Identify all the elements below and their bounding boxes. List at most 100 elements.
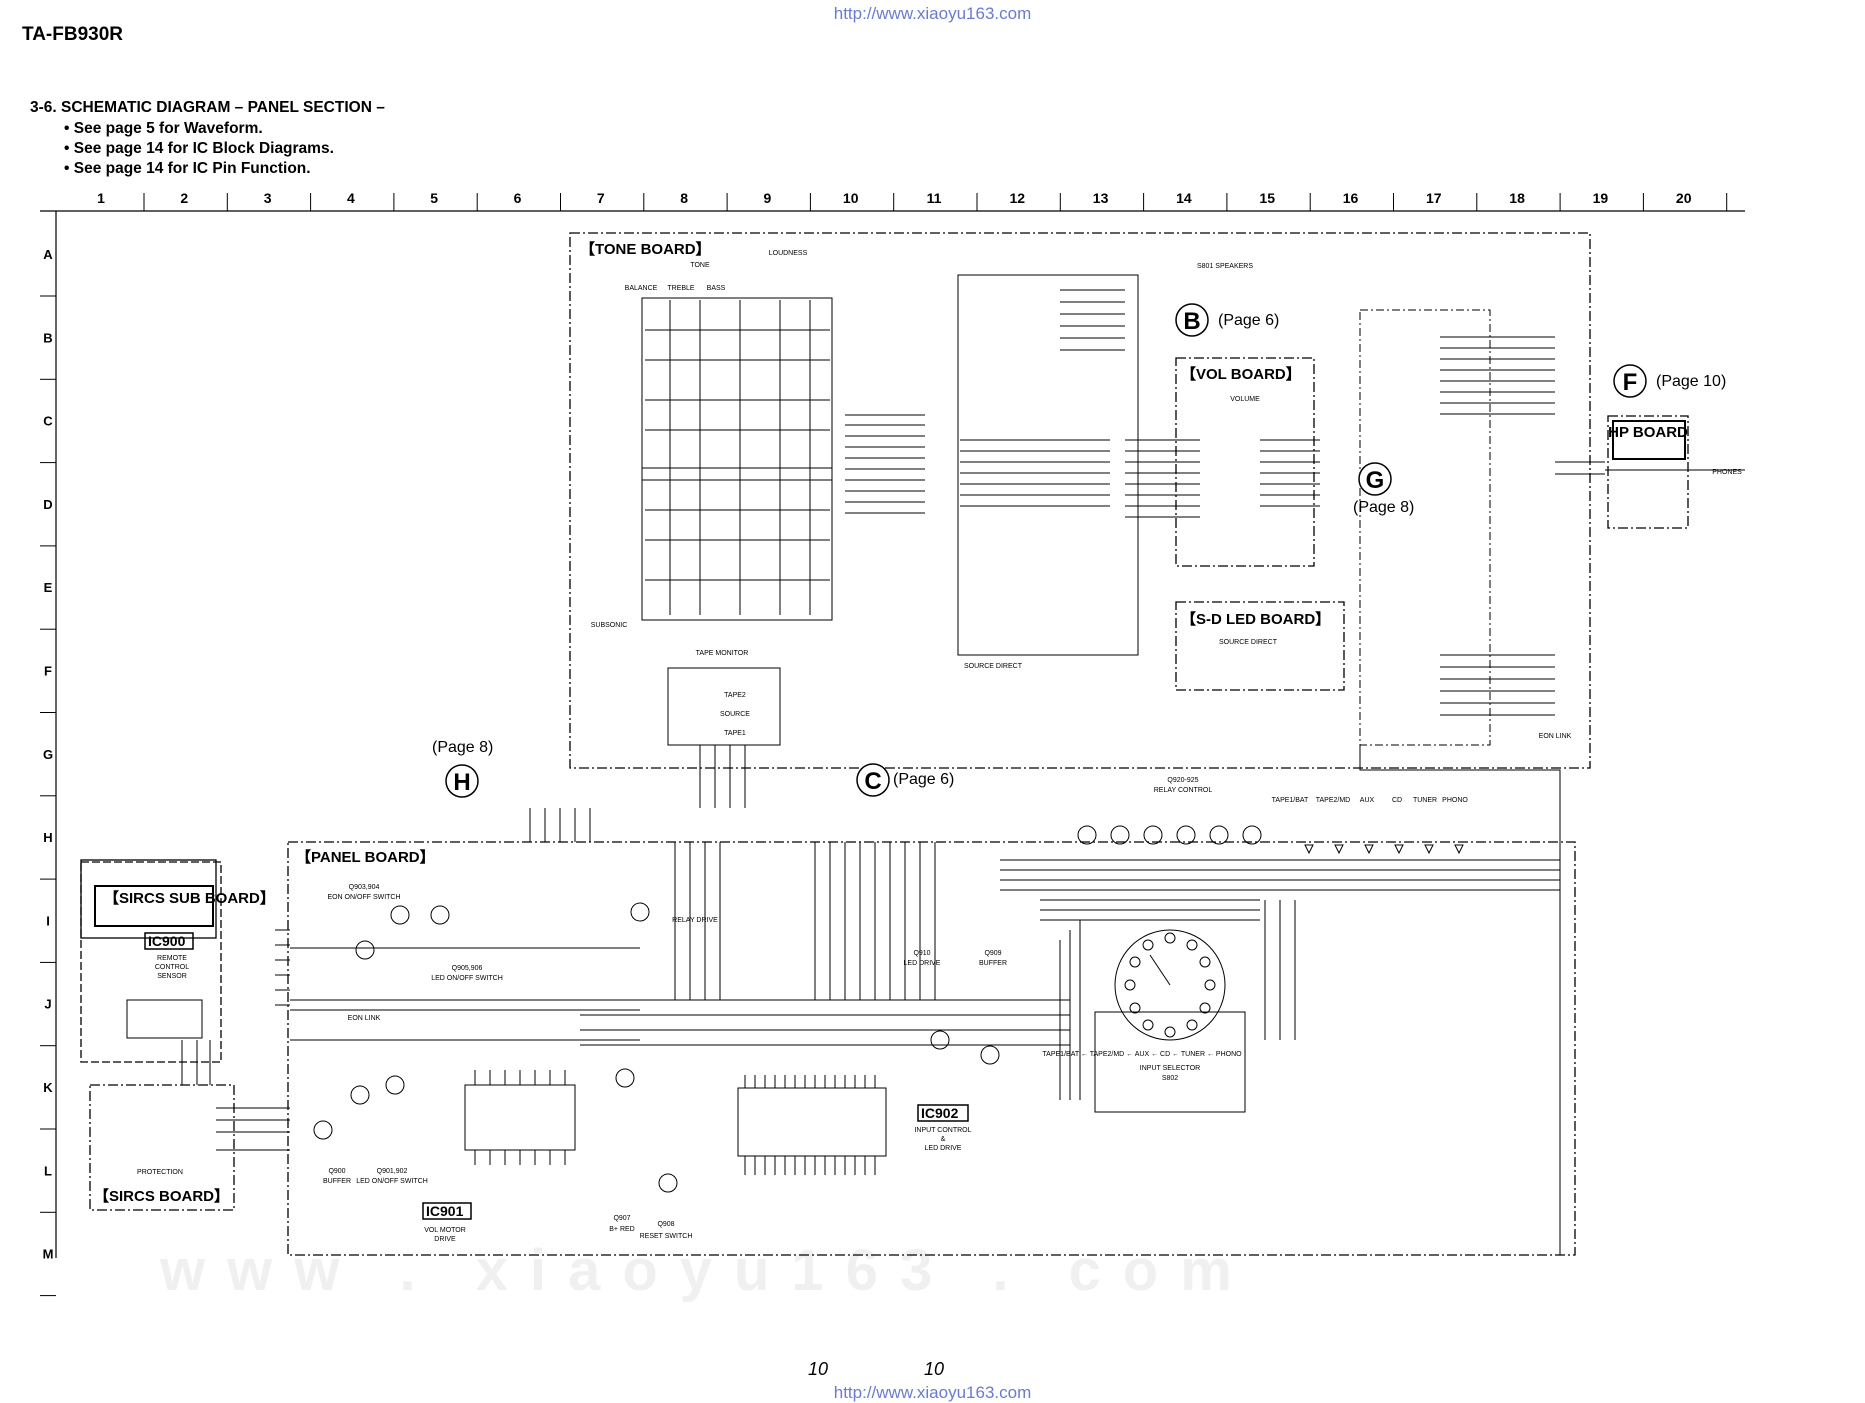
connector-b-letter: B: [1183, 308, 1200, 335]
panel-board-title: 【PANEL BOARD】: [296, 848, 435, 866]
led-onoff-label: LED ON/OFF SWITCH: [431, 975, 503, 982]
input-selector-switch: [1114, 929, 1226, 1041]
grid-col-5: 5: [430, 190, 438, 206]
watermark-bottom: www . xiaoyu163 . com: [159, 1238, 1254, 1303]
eon-switch-label: EON ON/OFF SWITCH: [327, 894, 400, 901]
grid-col-6: 6: [514, 190, 522, 206]
connector-c-page: (Page 6): [893, 771, 954, 788]
grid-col-7: 7: [597, 190, 605, 206]
tone-board-outline: [569, 232, 1591, 769]
input-list-label: TAPE1/BAT ← TAPE2/MD ← AUX ← CD ← TUNER …: [1042, 1051, 1242, 1058]
grid-row-H: H: [43, 830, 52, 845]
grid-col-10: 10: [843, 190, 859, 206]
source-direct-led-label: SOURCE DIRECT: [1219, 639, 1278, 646]
tape1-bat-tag: TAPE1/BAT: [1272, 797, 1309, 804]
tone-pcb-area: [641, 297, 833, 621]
connector-f-letter: F: [1623, 369, 1638, 396]
grid-col-20: 20: [1676, 190, 1692, 206]
tape2-md-tag: TAPE2/MD: [1316, 797, 1351, 804]
connector-g-badge: [1358, 462, 1392, 496]
grid-col-19: 19: [1593, 190, 1609, 206]
connector-b-badge: [1175, 303, 1209, 337]
ic901-desc-2: DRIVE: [434, 1236, 456, 1243]
loudness-label: LOUDNESS: [769, 250, 808, 257]
balance-label: BALANCE: [625, 285, 658, 292]
note-waveform: • See page 5 for Waveform.: [64, 120, 263, 137]
sircs-board-title: 【SIRCS BOARD】: [94, 1187, 229, 1205]
signal-wiring: [181, 289, 1745, 1255]
ic902-desc-2: &: [941, 1136, 946, 1143]
grid-row-A: A: [43, 247, 53, 262]
grid-col-14: 14: [1176, 190, 1192, 206]
b-red-ref: Q907: [613, 1215, 630, 1222]
ic902-desc-3: LED DRIVE: [925, 1145, 962, 1152]
sircs-sub-board-outline: [80, 861, 222, 1063]
hp-board-title: HP BOARD: [1608, 424, 1688, 441]
note-ic-pin: • See page 14 for IC Pin Function.: [64, 160, 311, 177]
source-leds: [1304, 844, 1464, 855]
grid-col-17: 17: [1426, 190, 1442, 206]
led-drive-label: LED DRIVE: [904, 960, 941, 967]
tone-label: TONE: [690, 262, 710, 269]
protection-label: PROTECTION: [137, 1169, 183, 1176]
relay-control-label: RELAY CONTROL: [1154, 787, 1213, 794]
note-ic-block: • See page 14 for IC Block Diagrams.: [64, 140, 334, 157]
buffer-ref: Q909: [984, 950, 1001, 957]
connector-h-letter: H: [453, 769, 470, 796]
grid-column-ticks: [143, 193, 1728, 211]
relay-control-ref: Q920-925: [1167, 777, 1198, 784]
grid-col-2: 2: [180, 190, 188, 206]
cd-tag: CD: [1392, 797, 1402, 804]
grid-col-1: 1: [97, 190, 105, 206]
source-direct-label: SOURCE DIRECT: [964, 663, 1023, 670]
connector-c-badge: [856, 763, 890, 797]
grid-frame: [40, 210, 1745, 1258]
ic901-label: IC901: [426, 1203, 464, 1219]
grid-row-G: G: [43, 747, 53, 762]
phones-label: PHONES: [1712, 469, 1742, 476]
input-selector-label: INPUT SELECTOR: [1140, 1065, 1200, 1072]
aux-tag: AUX: [1360, 797, 1375, 804]
tone-board-title: 【TONE BOARD】: [580, 240, 711, 258]
eon-link-label: EON LINK: [1539, 733, 1572, 740]
ic900-desc-2: CONTROL: [155, 964, 189, 971]
relay-area: [957, 274, 1139, 656]
ic902-label: IC902: [921, 1105, 959, 1121]
buffer2-ref: Q900: [328, 1168, 345, 1175]
eon-switch-ref: Q903,904: [349, 884, 380, 891]
speaker-area: [1359, 309, 1491, 746]
reset-switch-label: RESET SWITCH: [640, 1233, 693, 1240]
source-tape1-label: TAPE1: [724, 730, 746, 737]
grid-col-12: 12: [1010, 190, 1026, 206]
grid-row-L: L: [44, 1163, 52, 1178]
grid-row-M: M: [43, 1247, 54, 1262]
grid-row-D: D: [43, 497, 52, 512]
grid-row-ticks: [40, 295, 56, 1297]
relay-drive-label: RELAY DRIVE: [672, 917, 718, 924]
sircs-sub-board-title: 【SIRCS SUB BOARD】: [104, 889, 275, 907]
connector-f-badge: [1613, 364, 1647, 398]
grid-col-3: 3: [264, 190, 272, 206]
connector-h-page: (Page 8): [432, 739, 493, 756]
watermark-url-bottom: http://www.xiaoyu163.com: [833, 1383, 1032, 1402]
sircs-board-outline: [89, 1084, 235, 1211]
connector-h-badge: [445, 764, 479, 798]
relay-transistors: [313, 825, 1262, 1193]
grid-col-18: 18: [1509, 190, 1525, 206]
buffer2-label: BUFFER: [323, 1178, 351, 1185]
grid-row-C: C: [43, 414, 53, 429]
vol-board-title: 【VOL BOARD】: [1181, 365, 1301, 383]
speakers-label: S801 SPEAKERS: [1197, 263, 1253, 270]
bass-label: BASS: [707, 285, 726, 292]
panel-board-outline: [287, 841, 1576, 1256]
ic900-body: [126, 999, 203, 1039]
treble-label: TREBLE: [667, 285, 695, 292]
ic902-desc-1: INPUT CONTROL: [914, 1127, 971, 1134]
phono-tag: PHONO: [1442, 797, 1468, 804]
grid-row-E: E: [44, 580, 53, 595]
connector-g-page: (Page 8): [1353, 499, 1414, 516]
grid-row-J: J: [44, 997, 51, 1012]
